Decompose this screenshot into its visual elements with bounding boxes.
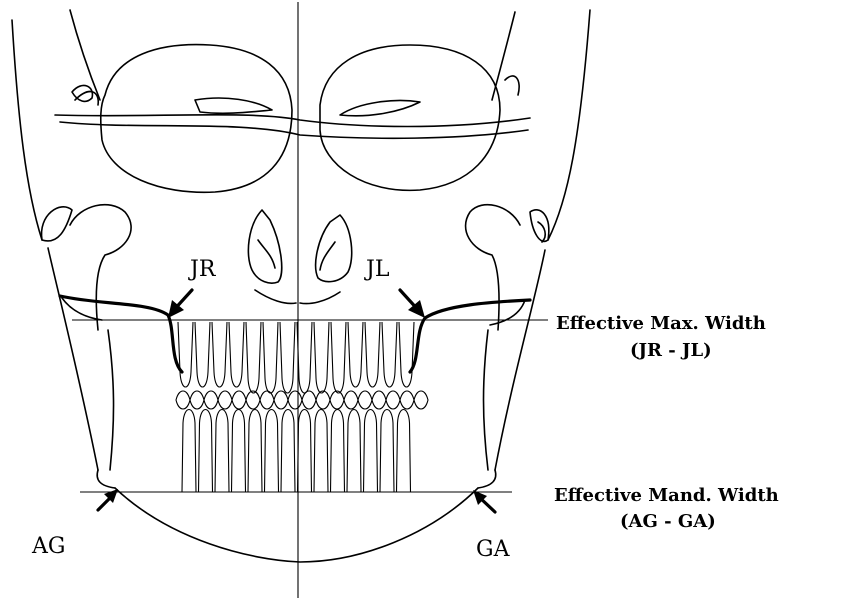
occlusal-cusp	[372, 391, 386, 409]
zygomatic-and-ramus	[48, 205, 545, 562]
occlusal-cusp	[176, 391, 190, 409]
teeth	[176, 322, 428, 492]
occlusal-cusp	[386, 391, 400, 409]
occlusal-cusp	[302, 391, 316, 409]
label-ga: GA	[476, 537, 511, 562]
occlusal-cusp	[358, 391, 372, 409]
tooth	[314, 410, 328, 493]
occlusal-cusp	[246, 391, 260, 409]
tooth	[199, 410, 213, 493]
max-width-title: Effective Max. Width	[556, 313, 766, 334]
tooth	[380, 410, 394, 493]
tooth	[246, 322, 261, 393]
skull-outline	[12, 10, 590, 242]
label-jl: JL	[364, 257, 390, 282]
occlusal-cusp	[400, 391, 414, 409]
tooth	[347, 410, 361, 493]
nasal-cavity	[248, 210, 351, 304]
occlusal-cusp	[344, 391, 358, 409]
max-width-sub: (JR - JL)	[630, 340, 712, 361]
tooth	[397, 410, 411, 493]
tooth	[399, 322, 414, 387]
tooth	[331, 410, 345, 493]
occlusal-cusp	[414, 391, 428, 409]
tooth	[265, 410, 279, 493]
occlusal-cusp	[218, 391, 232, 409]
occlusal-cusp	[232, 391, 246, 409]
label-ag: AG	[31, 534, 65, 559]
tooth	[297, 322, 312, 393]
tooth	[195, 322, 210, 387]
occlusal-cusp	[190, 391, 204, 409]
mand-width-sub: (AG - GA)	[620, 511, 716, 532]
occlusal-cusp	[330, 391, 344, 409]
tooth	[182, 410, 196, 493]
tooth	[331, 322, 346, 393]
occlusal-cusp	[204, 391, 218, 409]
tooth	[263, 322, 278, 393]
reference-lines	[72, 2, 548, 598]
mand-width-title: Effective Mand. Width	[554, 485, 779, 506]
occlusal-cusp	[288, 391, 302, 409]
tooth	[248, 410, 262, 493]
occlusal-cusp	[260, 391, 274, 409]
tooth	[298, 410, 312, 493]
occlusal-cusp	[274, 391, 288, 409]
tooth	[229, 322, 244, 387]
tooth	[212, 322, 227, 387]
tooth	[281, 410, 295, 493]
tooth	[364, 410, 378, 493]
tooth	[215, 410, 229, 493]
orbits	[55, 45, 530, 193]
tooth	[280, 322, 295, 393]
tooth	[314, 322, 329, 393]
tooth	[365, 322, 380, 387]
occlusal-cusp	[316, 391, 330, 409]
tooth	[348, 322, 363, 387]
tooth	[178, 322, 193, 387]
label-jr: JR	[188, 257, 217, 282]
tooth	[232, 410, 246, 493]
tooth	[382, 322, 397, 387]
